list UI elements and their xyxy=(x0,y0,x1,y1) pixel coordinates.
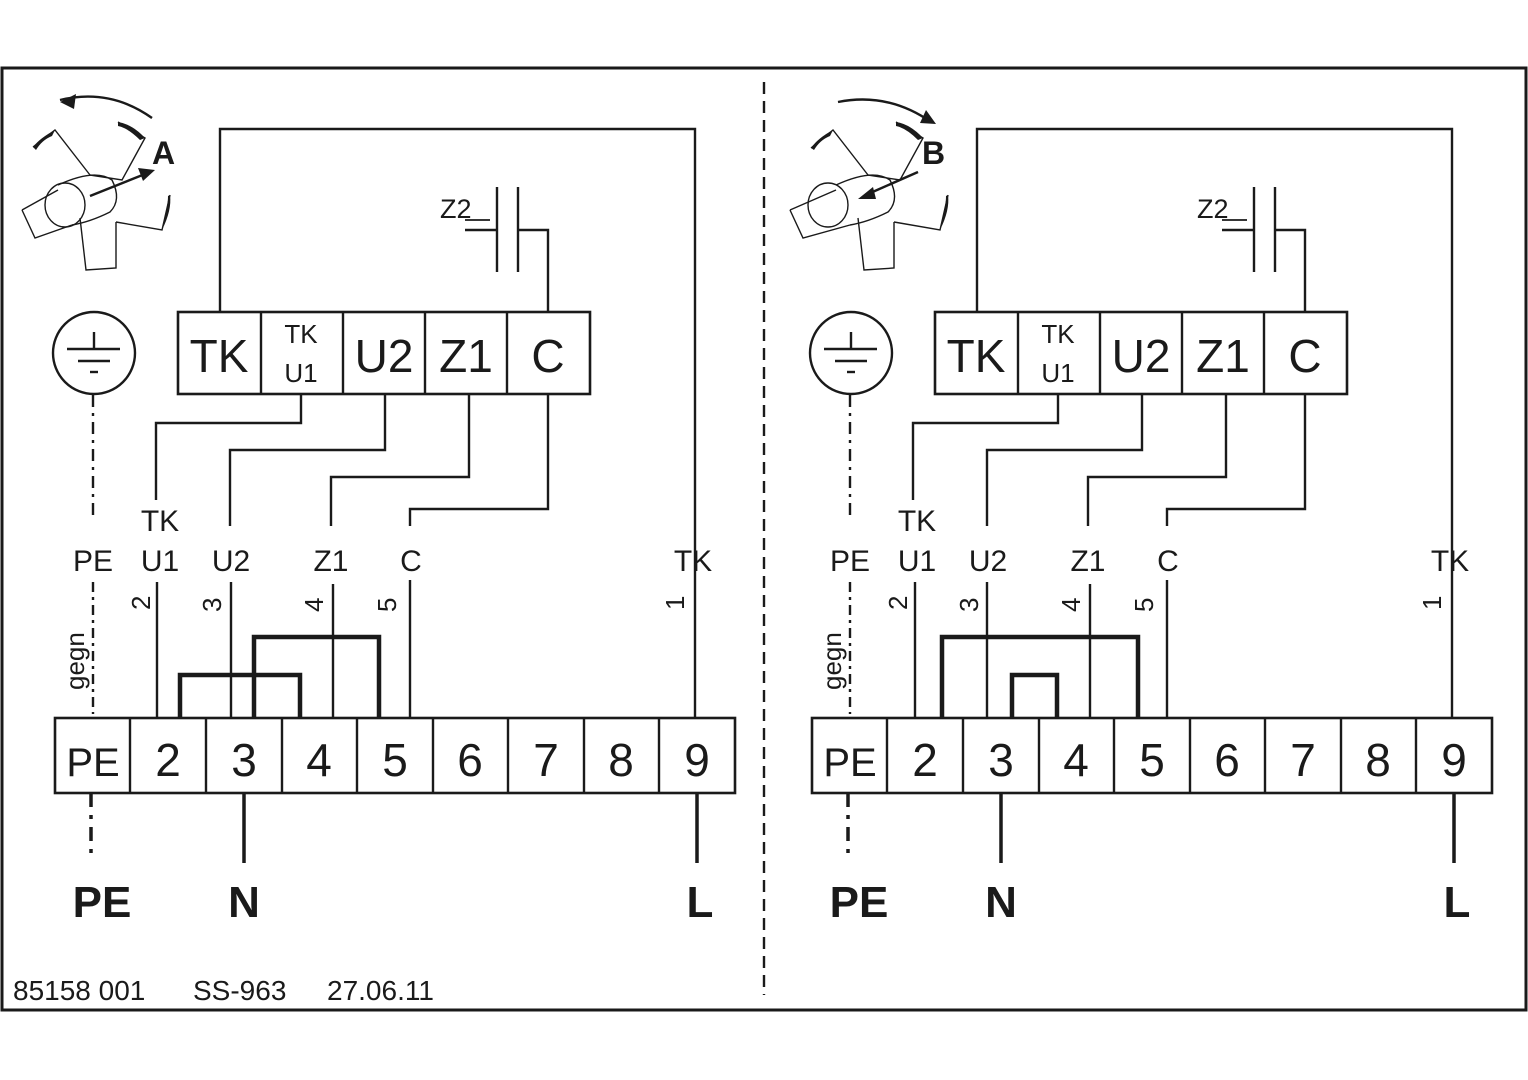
terminal-tk-u1-bottom: U1 xyxy=(284,358,317,388)
strip-terminal-3: 3 xyxy=(231,734,257,786)
wire-number-2: 2 xyxy=(883,596,913,610)
strip-terminal-9: 9 xyxy=(684,734,710,786)
label-tk: TK xyxy=(898,505,936,538)
mains-terminal-strip: PE 2 3 4 5 6 7 8 9 xyxy=(53,716,737,795)
footer-date: 27.06.11 xyxy=(327,975,434,1006)
tk-loop-wire xyxy=(218,127,697,718)
label-tk: TK xyxy=(141,505,179,538)
motor-terminal-block: TK TK U1 U2 Z1 C xyxy=(176,310,592,396)
strip-terminal-2: 2 xyxy=(912,734,938,786)
label-tk-right: TK xyxy=(674,545,712,578)
strip-terminal-4: 4 xyxy=(1063,734,1089,786)
strip-terminal-6: 6 xyxy=(457,734,483,786)
strip-terminal-9: 9 xyxy=(1441,734,1467,786)
gegn-label: gegn xyxy=(817,632,847,690)
label-u1: U1 xyxy=(141,545,179,578)
wire-number-2: 2 xyxy=(126,596,156,610)
strip-terminal-6: 6 xyxy=(1214,734,1240,786)
label-c: C xyxy=(1157,545,1179,578)
panel-b: B Z2 TK TK U1 U2 Z1 C xyxy=(789,98,1494,927)
jumper-3-5 xyxy=(251,634,382,718)
terminal-c: C xyxy=(1288,330,1321,382)
mains-terminal-strip: PE 2 3 4 5 6 7 8 9 xyxy=(810,716,1494,795)
diagram-frame xyxy=(0,66,1528,1012)
strip-terminal-7: 7 xyxy=(533,734,559,786)
label-z1: Z1 xyxy=(1070,545,1105,578)
strip-terminal-5: 5 xyxy=(1139,734,1165,786)
terminal-z1: Z1 xyxy=(1196,330,1250,382)
supply-n-label: N xyxy=(985,878,1017,927)
supply-pe-label: PE xyxy=(830,878,889,927)
protective-earth-icon xyxy=(51,310,137,396)
fan-impeller-icon: B xyxy=(789,98,949,271)
supply-l-label: L xyxy=(687,878,714,927)
wire-number-3: 3 xyxy=(197,598,227,612)
strip-terminal-pe: PE xyxy=(823,741,876,785)
rotation-label-a: A xyxy=(152,135,175,171)
tk-loop-wire xyxy=(975,127,1454,718)
wire-number-4: 4 xyxy=(1056,598,1086,612)
wire-number-3: 3 xyxy=(954,598,984,612)
terminal-tk: TK xyxy=(190,330,249,382)
terminal-tk-u1-bottom: U1 xyxy=(1041,358,1074,388)
supply-n-label: N xyxy=(228,878,260,927)
wire-z1 xyxy=(1086,394,1228,526)
z2-contact: Z2 xyxy=(440,187,550,312)
wire-number-5: 5 xyxy=(1129,598,1159,612)
terminal-z1: Z1 xyxy=(439,330,493,382)
label-u2: U2 xyxy=(969,545,1007,578)
wire-c xyxy=(408,394,550,526)
strip-terminal-3: 3 xyxy=(988,734,1014,786)
terminal-tk: TK xyxy=(947,330,1006,382)
wire-number-4: 4 xyxy=(299,598,329,612)
z2-label: Z2 xyxy=(440,194,472,224)
strip-terminal-5: 5 xyxy=(382,734,408,786)
terminal-tk-u1-top: TK xyxy=(1041,319,1075,349)
footer-code: SS-963 xyxy=(193,975,286,1006)
terminal-u2: U2 xyxy=(355,330,414,382)
jumper-2-4 xyxy=(177,672,303,718)
terminal-c: C xyxy=(531,330,564,382)
wire-z1 xyxy=(329,394,471,526)
strip-terminal-pe: PE xyxy=(66,741,119,785)
z2-label: Z2 xyxy=(1197,194,1229,224)
label-tk-right: TK xyxy=(1431,545,1469,578)
label-u2: U2 xyxy=(212,545,250,578)
rotation-label-b: B xyxy=(922,135,945,171)
jumper-3-4 xyxy=(1009,672,1060,718)
panel-a: A Z2 TK TK U1 U2 Z1 C xyxy=(21,94,737,927)
wire-number-5: 5 xyxy=(372,598,402,612)
motor-terminal-block: TK TK U1 U2 Z1 C xyxy=(933,310,1349,396)
label-c: C xyxy=(400,545,422,578)
strip-terminal-8: 8 xyxy=(608,734,634,786)
wire-number-1: 1 xyxy=(1417,596,1447,610)
terminal-u2: U2 xyxy=(1112,330,1171,382)
terminal-tk-u1-top: TK xyxy=(284,319,318,349)
strip-terminal-4: 4 xyxy=(306,734,332,786)
protective-earth-icon xyxy=(808,310,894,396)
wire-u2 xyxy=(985,394,1144,526)
label-pe: PE xyxy=(73,545,113,578)
strip-terminal-2: 2 xyxy=(155,734,181,786)
strip-terminal-8: 8 xyxy=(1365,734,1391,786)
supply-pe-label: PE xyxy=(73,878,132,927)
wire-tk-u1 xyxy=(911,394,1060,500)
label-pe: PE xyxy=(830,545,870,578)
label-u1: U1 xyxy=(898,545,936,578)
jumper-2-5 xyxy=(939,634,1141,718)
wire-tk-u1 xyxy=(154,394,303,500)
gegn-label: gegn xyxy=(60,632,90,690)
strip-terminal-7: 7 xyxy=(1290,734,1316,786)
z2-contact: Z2 xyxy=(1197,187,1307,312)
footer-doc-number: 85158 001 xyxy=(13,975,145,1006)
wire-u2 xyxy=(228,394,387,526)
wire-number-1: 1 xyxy=(660,596,690,610)
fan-impeller-icon: A xyxy=(21,94,175,271)
label-z1: Z1 xyxy=(313,545,348,578)
supply-l-label: L xyxy=(1444,878,1471,927)
wire-c xyxy=(1165,394,1307,526)
